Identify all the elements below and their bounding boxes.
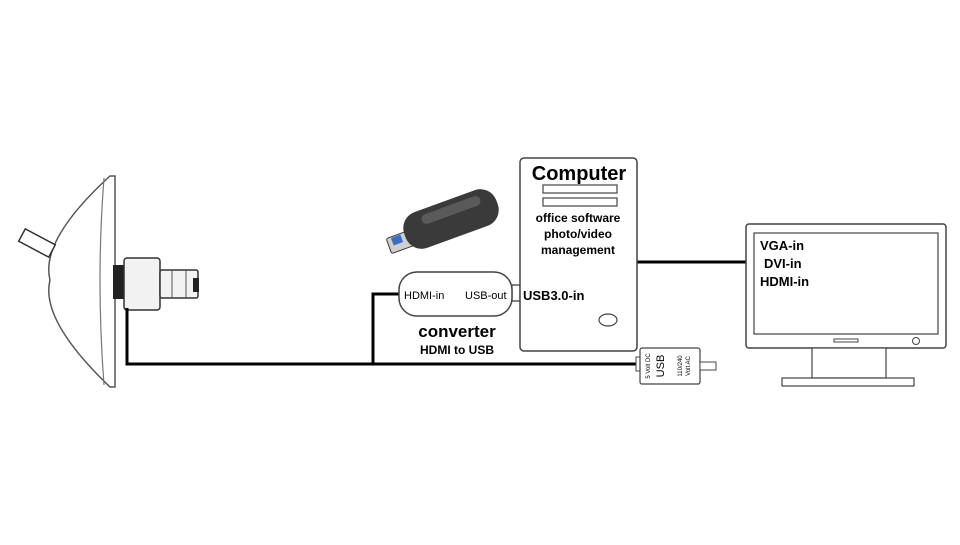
computer: Computer office software photo/video man…	[519, 157, 638, 352]
camera-device	[17, 175, 199, 388]
power-adapter-ac-label-2: Volt AC	[686, 355, 692, 375]
monitor-input-hdmi: HDMI-in	[760, 274, 809, 289]
converter-usb-out-label: USB-out	[465, 290, 507, 302]
computer-drive-bay-2	[542, 197, 618, 207]
camera-cable	[125, 308, 640, 366]
power-adapter-usb-label: USB	[655, 355, 667, 378]
computer-line-2: photo/video	[544, 227, 612, 241]
converter-title: converter	[418, 322, 496, 341]
power-adapter-ac-label-1: 110/240	[678, 355, 684, 377]
monitor-input-dvi: DVI-in	[764, 256, 802, 271]
camera-dish	[48, 175, 116, 388]
monitor-input-vga: VGA-in	[760, 238, 804, 253]
computer-power-button	[598, 313, 618, 327]
monitor: VGA-in DVI-in HDMI-in	[745, 223, 947, 387]
power-adapter: 5 Volt DC USB 110/240 Volt AC	[635, 347, 717, 385]
converter-subtitle: HDMI to USB	[420, 343, 494, 357]
converter-body	[398, 271, 513, 317]
computer-line-1: office software	[536, 211, 621, 225]
usb-stick-body	[403, 189, 499, 249]
camera-mount-ring	[113, 265, 125, 299]
power-adapter-prong	[699, 361, 717, 371]
converter-usb-plug	[511, 284, 521, 302]
hdmi-cable	[371, 292, 399, 364]
camera-mount-body	[123, 257, 161, 311]
power-adapter-dc-label: 5 Volt DC	[646, 353, 652, 379]
camera-dish-inner	[99, 177, 105, 386]
computer-usb-port-label: USB3.0-in	[523, 288, 584, 303]
monitor-screen	[753, 232, 939, 335]
monitor-power-button	[912, 337, 920, 345]
computer-title: Computer	[532, 163, 627, 185]
monitor-indicator	[833, 338, 859, 343]
cables	[125, 260, 752, 366]
monitor-base	[781, 377, 915, 387]
converter: HDMI-in USB-out converter HDMI to USB	[398, 271, 513, 357]
camera-handle	[17, 227, 57, 259]
monitor-neck	[811, 347, 887, 379]
usb-stick	[386, 189, 499, 254]
computer-line-3: management	[541, 243, 615, 257]
computer-drive-bay-1	[542, 184, 618, 194]
converter-hdmi-in-label: HDMI-in	[404, 290, 444, 302]
camera-connector	[159, 269, 199, 299]
